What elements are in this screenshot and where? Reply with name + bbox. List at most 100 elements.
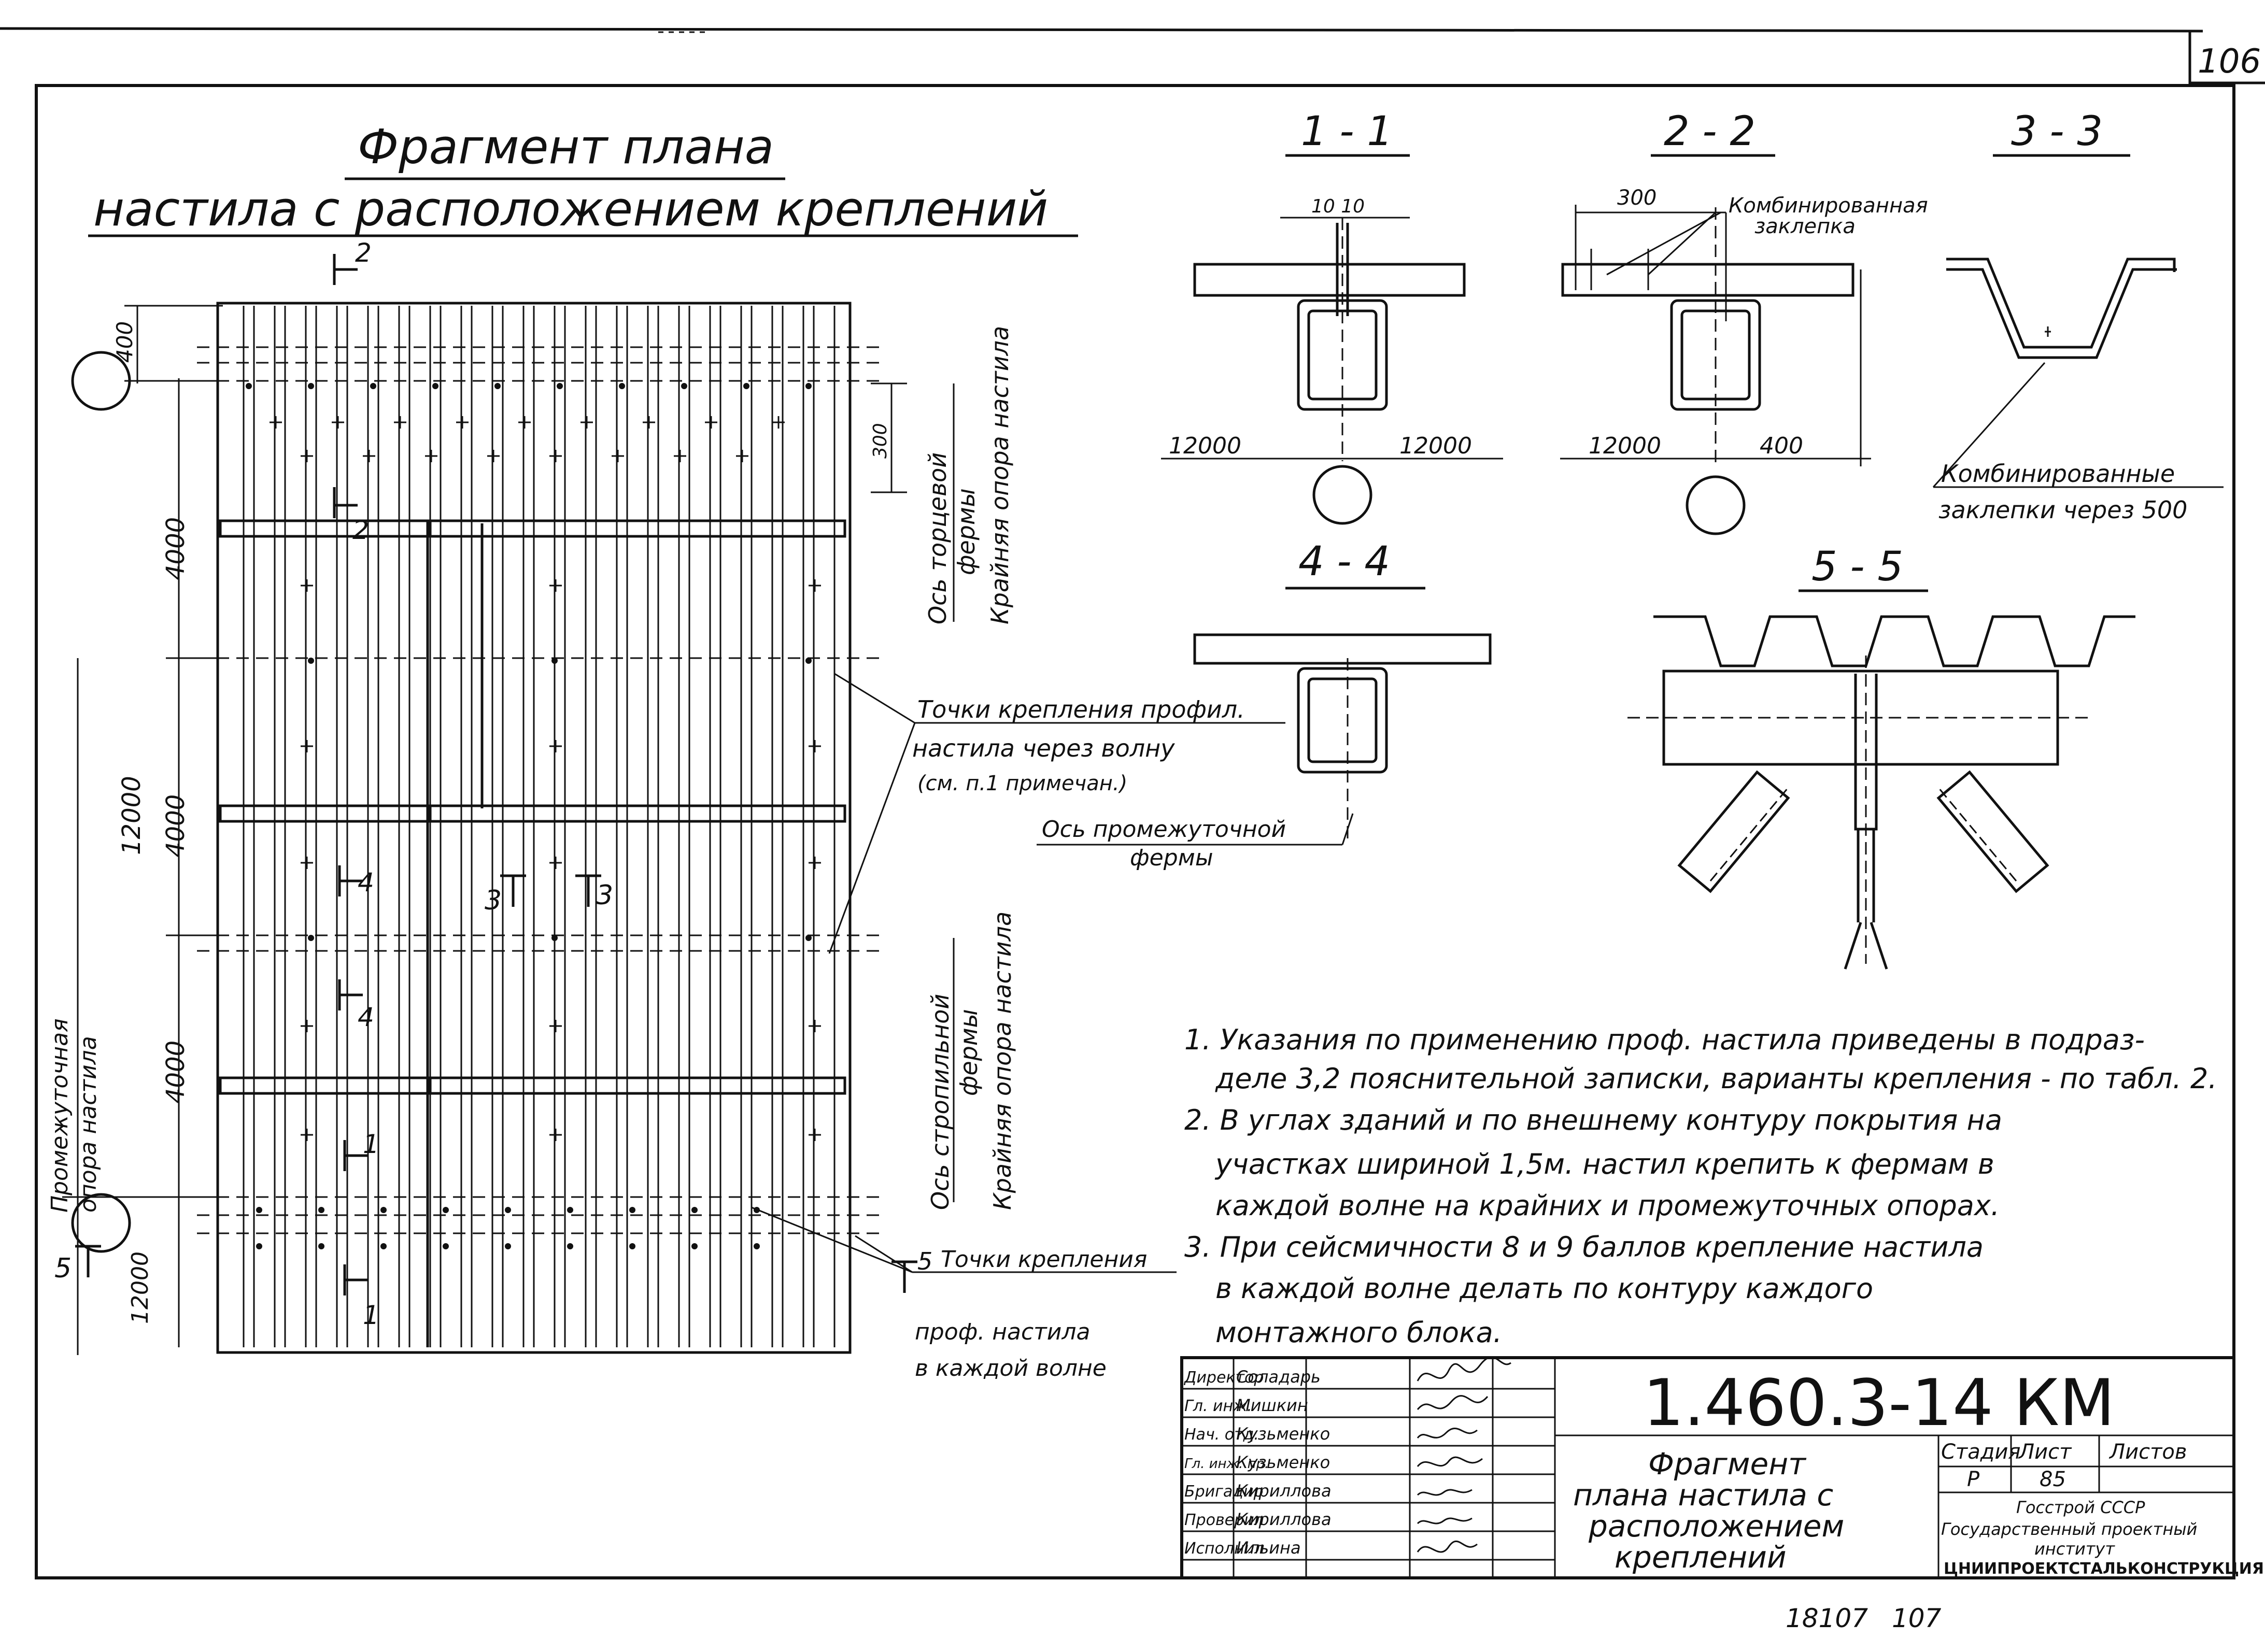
plan-title-line1: Фрагмент плана <box>358 119 774 175</box>
note-3-line-2: в каждой волне делать по контуру каждого <box>1215 1272 1873 1305</box>
stage-header: Стадия <box>1941 1440 2020 1464</box>
callout-fix-points-wave-2: настила через волну <box>912 734 1175 762</box>
role-1: Гл. инж. <box>1184 1397 1252 1415</box>
drawing-title-1: Фрагмент <box>1648 1446 1807 1482</box>
drawing-title-4: креплений <box>1615 1540 1787 1575</box>
callout-interm-truss-2: фермы <box>1130 845 1213 871</box>
cut2-top-label: 2 <box>355 238 372 268</box>
role-2: Нач. отд. <box>1184 1426 1259 1444</box>
dim-12000-left: 12000 <box>117 776 146 855</box>
drawing-title-3: расположением <box>1588 1508 1844 1544</box>
general-notes: 1. Указания по применению проф. настила … <box>1184 1023 2217 1349</box>
cut3-left-label: 3 <box>485 885 502 916</box>
cut4-top-label: 4 <box>358 867 374 898</box>
cut2-bottom-label: 2 <box>352 515 369 545</box>
axis-end-truss-2: фермы <box>952 488 980 575</box>
name-5: Кириллова <box>1236 1509 1332 1529</box>
callout-each-wave-1: Точки крепления <box>941 1246 1147 1273</box>
org-line-3: институт <box>2034 1539 2115 1559</box>
callout-fix-points-wave-3: (см. п.1 примечан.) <box>917 772 1127 795</box>
cut5-left-label: 5 <box>54 1253 72 1284</box>
role-0: Директор <box>1183 1369 1264 1387</box>
name-1: Мишкин <box>1236 1395 1308 1415</box>
section-5-5: 5 - 5 <box>1627 544 2135 970</box>
callout-interm-truss-1: Ось промежуточной <box>1042 816 1286 843</box>
org-line-2: Государственный проектный <box>1941 1519 2197 1539</box>
signatures <box>1417 1356 1511 1553</box>
note-1-line-1: 1. Указания по применению проф. настила … <box>1184 1023 2145 1056</box>
callouts: Точки крепления профил. настила через во… <box>751 673 1354 1382</box>
dim-4000-top: 4000 <box>161 517 190 580</box>
callout-each-wave-2: проф. настила <box>915 1319 1090 1345</box>
note-2-line-3: каждой волне на крайних и промежуточных … <box>1215 1189 2000 1222</box>
section-2-2-label: 2 - 2 <box>1664 108 1756 155</box>
axis-end-truss-1: Ось торцевой <box>924 452 952 624</box>
role-3: Гл. инж. пр. <box>1184 1456 1269 1472</box>
section-1-1-dim-top: 10 10 <box>1311 196 1365 217</box>
dim-4000-bottom: 4000 <box>161 1041 190 1104</box>
footer-number-right: 107 <box>1892 1603 1942 1633</box>
plan-title: Фрагмент плана настила с расположением к… <box>88 119 1078 237</box>
section-2-2-dim-top: 300 <box>1617 186 1657 210</box>
stage-value: Р <box>1967 1468 1980 1491</box>
sheet-value: 85 <box>2040 1468 2066 1491</box>
drawing-title-2: плана настила с <box>1573 1477 1833 1513</box>
section-2-2-note-2: заклепка <box>1754 215 1856 238</box>
section-2-2-dim-right: 400 <box>1760 433 1803 459</box>
name-3: Кузьменко <box>1236 1452 1330 1472</box>
section-1-1-label: 1 - 1 <box>1301 108 1393 155</box>
note-1-line-2: деле 3,2 пояснительной записки, варианты… <box>1215 1062 2217 1095</box>
section-3-3: 3 - 3 Комбинированные заклепки через 500 <box>1932 108 2224 524</box>
approval-table: Директор Соладарь Гл. инж. Мишкин Нач. о… <box>1183 1367 1332 1558</box>
section-3-3-note-2: заклепки через 500 <box>1938 496 2187 524</box>
section-2-2-dim-left: 12000 <box>1589 433 1661 459</box>
role-5: Проверил <box>1184 1511 1264 1529</box>
dim-300: 300 <box>870 423 891 459</box>
section-2-2: 2 - 2 300 Комбинированная заклепка 12000… <box>1560 108 1928 535</box>
cut1-top-label: 1 <box>363 1129 379 1159</box>
corner-sheet-number: 106 <box>2198 42 2261 81</box>
note-2-line-1: 2. В углах зданий и по внешнему контуру … <box>1184 1104 2002 1136</box>
name-6: Ильина <box>1236 1538 1301 1558</box>
note-3-line-1: 3. При сейсмичности 8 и 9 баллов креплен… <box>1184 1231 1984 1263</box>
sheet-header: Лист <box>2018 1440 2072 1464</box>
org-line-1: Госстрой СССР <box>2016 1498 2145 1517</box>
title-block: 1.460.3-14 КМ Фрагмент плана настила с р… <box>1180 1356 2264 1579</box>
drawing-code: 1.460.3-14 КМ <box>1643 1366 2115 1441</box>
note-3-line-3: монтажного блока. <box>1215 1316 1502 1349</box>
org-line-4: ЦНИИПРОЕКТСТАЛЬКОНСТРУКЦИЯ <box>1944 1560 2264 1578</box>
axis-rafter-truss-3: Крайняя опора настила <box>988 912 1016 1210</box>
section-1-1: 1 - 1 10 10 12000 12000 <box>1161 108 1503 525</box>
note-2-line-2: участках шириной 1,5м. настил крепить к … <box>1214 1148 1994 1180</box>
footer-number-left: 18107 <box>1786 1603 1868 1633</box>
section-4-4-label: 4 - 4 <box>1298 538 1390 585</box>
cut4-bottom-label: 4 <box>358 1002 374 1032</box>
dim-4000-mid: 4000 <box>161 794 190 858</box>
section-3-3-label: 3 - 3 <box>2011 108 2103 155</box>
role-6: Исполнил <box>1184 1540 1264 1558</box>
sheets-header: Листов <box>2108 1440 2187 1464</box>
role-4: Бригадир <box>1184 1483 1264 1501</box>
callout-fix-points-wave-1: Точки крепления профил. <box>917 695 1245 723</box>
deck-plan: 400 4000 4000 4000 12000 12000 300 2 2 4… <box>47 238 1016 1355</box>
section-5-5-label: 5 - 5 <box>1811 544 1903 590</box>
interm-support-1: Промежуточная <box>47 1018 73 1213</box>
dim-400: 400 <box>112 321 137 363</box>
axis-rafter-truss-1: Ось стропильной <box>926 994 954 1210</box>
dim-12000-bottom: 12000 <box>127 1251 153 1324</box>
cut3-right-label: 3 <box>596 880 613 911</box>
section-2-2-note-1: Комбинированная <box>1729 194 1928 218</box>
section-4-4: 4 - 4 <box>1193 538 1492 839</box>
name-4: Кириллова <box>1236 1481 1332 1501</box>
name-2: Кузьменко <box>1236 1424 1330 1444</box>
sheet-frame <box>0 27 2265 1579</box>
axis-rafter-truss-2: фермы <box>955 1009 983 1096</box>
plan-title-line2: настила с расположением креплений <box>93 181 1048 237</box>
cut5-right-label: 5 <box>917 1247 932 1275</box>
section-1-1-dim-right: 12000 <box>1399 433 1472 459</box>
section-1-1-dim-left: 12000 <box>1169 433 1241 459</box>
name-0: Соладарь <box>1236 1367 1321 1387</box>
axis-circle-bottom <box>71 1193 131 1253</box>
section-3-3-note-1: Комбинированные <box>1941 460 2175 488</box>
